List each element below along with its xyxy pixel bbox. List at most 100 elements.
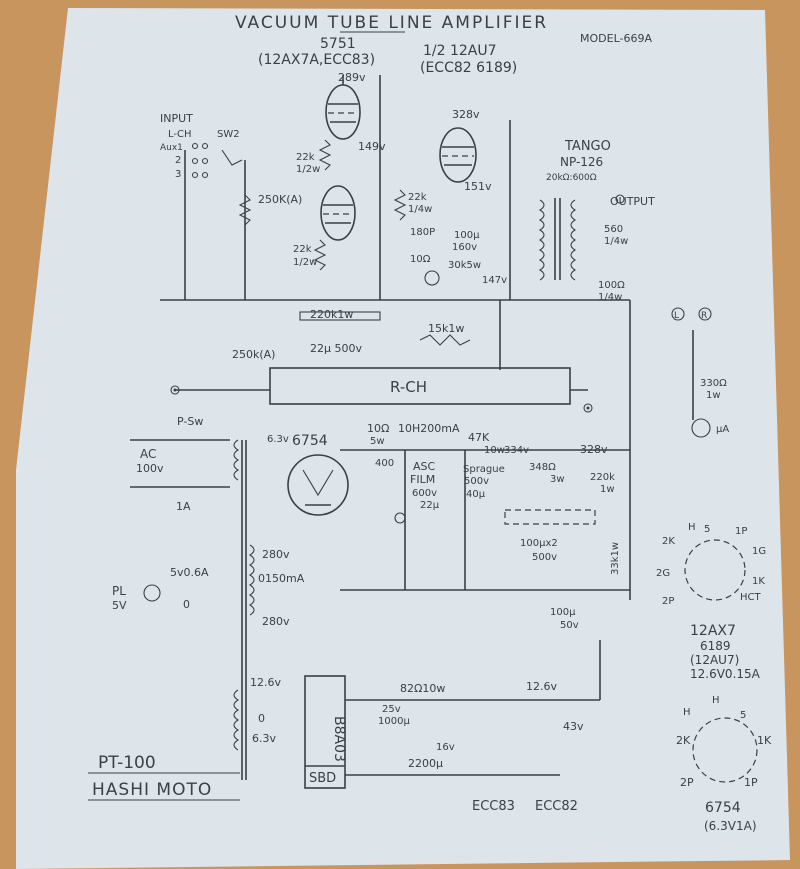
r-220k-box bbox=[299, 311, 381, 321]
output-transformer bbox=[538, 198, 577, 281]
r-348ohm: 348Ω bbox=[529, 462, 556, 473]
c-40u: 40μ bbox=[466, 489, 486, 500]
r-quarter-w-3: 1/4w bbox=[598, 292, 622, 303]
tube1-upper bbox=[325, 75, 361, 140]
pin2-2k: 2K bbox=[676, 734, 691, 747]
jack-r-label: R bbox=[701, 311, 707, 321]
pinout1-name: 12AX7 bbox=[690, 623, 736, 639]
input-lch: L-CH bbox=[168, 129, 192, 140]
r-15k1w: 15k1w bbox=[428, 322, 464, 335]
c-2200u: 2200μ bbox=[408, 757, 443, 770]
volt-43: 43v bbox=[563, 720, 584, 733]
volt-280b: 280v bbox=[262, 615, 290, 628]
pin2-h2: H bbox=[683, 707, 691, 718]
volt-12.6a: 12.6v bbox=[250, 676, 281, 689]
pt100-label: PT-100 bbox=[98, 753, 156, 773]
pinout-12ax7 bbox=[684, 539, 746, 601]
title: VACUUM TUBE LINE AMPLIFIER bbox=[235, 13, 548, 33]
tube3-label: 6754 bbox=[292, 433, 328, 449]
pinout-6754 bbox=[692, 717, 758, 783]
volt-334: 334v bbox=[504, 445, 529, 456]
hashimoto-label: HASHI MOTO bbox=[92, 780, 212, 800]
c-100u: 100μ bbox=[454, 230, 480, 241]
pinout1-sub1: 6189 bbox=[700, 639, 731, 653]
volt-6.3b: 6.3v bbox=[252, 732, 276, 745]
pin2-h1: H bbox=[712, 695, 720, 706]
tube1-sub: (12AX7A,ECC83) bbox=[258, 52, 375, 68]
tube2-sub: (ECC82 6189) bbox=[420, 60, 517, 76]
ecc82-label: ECC82 bbox=[535, 799, 578, 814]
r-47k: 47K bbox=[468, 431, 490, 444]
zero-label-2: 0 bbox=[258, 712, 265, 725]
r-3w: 3w bbox=[550, 474, 565, 485]
output-jack bbox=[615, 194, 625, 204]
pin2-1k: 1K bbox=[757, 734, 772, 747]
c-1000u: 1000μ bbox=[378, 716, 410, 727]
pinout2-name: 6754 bbox=[705, 800, 741, 816]
paper bbox=[16, 8, 790, 869]
sprague-label: Sprague bbox=[463, 464, 505, 475]
r-22k-1: 22k bbox=[296, 152, 315, 163]
meter-unit: μA bbox=[716, 424, 729, 435]
rectifier-tube bbox=[287, 454, 349, 516]
input-label: INPUT bbox=[160, 112, 193, 125]
pilot-lamp-5v: 5V bbox=[112, 599, 127, 612]
tube2-name: 1/2 12AU7 bbox=[423, 43, 497, 59]
volt-147: 147v bbox=[482, 275, 507, 286]
volt-328a: 328v bbox=[452, 108, 480, 121]
pinout2-sub: (6.3V1A) bbox=[704, 819, 757, 833]
c-500v: 500v bbox=[464, 476, 489, 487]
pilot-lamp bbox=[143, 584, 161, 602]
c-50v: 50v bbox=[560, 620, 579, 631]
input-aux1: Aux1 bbox=[160, 143, 183, 153]
r-10ohm-b: 10Ω bbox=[367, 422, 389, 435]
r-220k1w: 220k1w bbox=[310, 308, 353, 321]
pinout1-heater: 12.6V0.15A bbox=[690, 667, 761, 681]
volt-400: 400 bbox=[375, 458, 394, 469]
pin-1k: 1K bbox=[752, 576, 765, 587]
jack-l bbox=[671, 307, 685, 321]
r-half-w-1: 1/2w bbox=[296, 164, 320, 175]
volt-289: 289v bbox=[338, 71, 366, 84]
c-100ux2: 100μx2 bbox=[520, 538, 558, 549]
power-transformer bbox=[233, 439, 255, 780]
meter bbox=[691, 418, 711, 438]
c-16v: 16v bbox=[436, 742, 455, 753]
pot-250k-a: 250K(A) bbox=[258, 193, 302, 206]
power-switch-label: P-Sw bbox=[177, 415, 203, 428]
r-quarter-w-1: 1/4w bbox=[408, 204, 432, 215]
c-160v: 160v bbox=[452, 242, 477, 253]
r-1w: 1w bbox=[600, 484, 615, 495]
c-100u-c: 100μ bbox=[550, 607, 576, 618]
c-600v: 600v bbox=[412, 488, 437, 499]
r-10w: 10w bbox=[484, 445, 505, 456]
jack-r bbox=[698, 307, 712, 321]
pin-hct: HCT bbox=[740, 592, 762, 603]
film-label: FILM bbox=[410, 473, 435, 486]
choke-10h: 10H200mA bbox=[398, 422, 460, 435]
r-10ohm: 10Ω bbox=[410, 254, 431, 265]
pin-2p: 2P bbox=[662, 596, 674, 607]
jack-l-label: L bbox=[674, 311, 679, 321]
current-150ma: 0150mA bbox=[258, 572, 305, 585]
pin-2g: 2G bbox=[656, 568, 670, 579]
np126-label: NP-126 bbox=[560, 155, 603, 169]
pin-h: H bbox=[688, 522, 696, 533]
pin-1g: 1G bbox=[752, 546, 766, 557]
ecc83-label: ECC83 bbox=[472, 799, 515, 814]
tube2 bbox=[439, 127, 477, 183]
input-2: 2 bbox=[175, 155, 181, 166]
led-l bbox=[424, 270, 440, 286]
volt-12.6b: 12.6v bbox=[526, 680, 557, 693]
volt-6.3: 6.3v bbox=[267, 434, 289, 445]
r-100ohm: 100Ω bbox=[598, 280, 625, 291]
pin2-2p: 2P bbox=[680, 776, 694, 789]
r-1w-meter: 1w bbox=[706, 390, 721, 401]
c-22u: 22μ bbox=[420, 500, 440, 511]
pin-2k: 2K bbox=[662, 536, 675, 547]
volt-5v-0.6a: 5v0.6A bbox=[170, 566, 209, 579]
r-560: 560 bbox=[604, 224, 623, 235]
volt-280a: 280v bbox=[262, 548, 290, 561]
volt-328b: 328v bbox=[580, 443, 608, 456]
